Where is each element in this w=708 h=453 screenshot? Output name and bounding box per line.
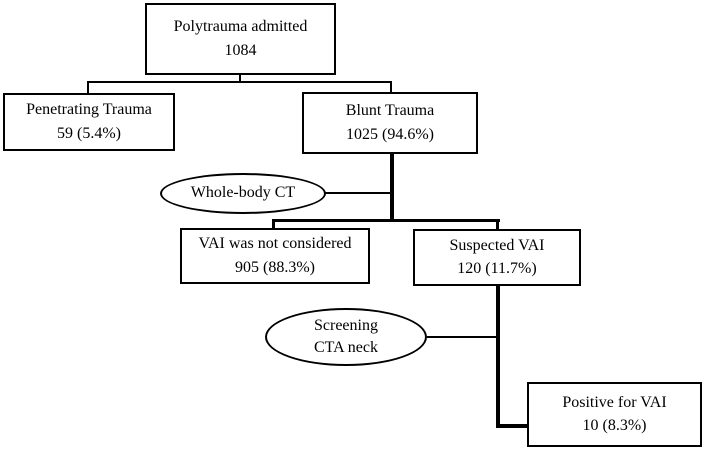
node-label: Whole-body CT: [190, 184, 296, 202]
connector-suspected-trunk: [496, 285, 500, 428]
connector-mid-branch: [272, 219, 500, 222]
node-value: 1084: [224, 41, 257, 59]
node-value: 1025 (94.6%): [346, 125, 434, 143]
connector-blunt-down: [390, 81, 392, 92]
node-value: 10 (8.3%): [582, 417, 647, 434]
connector-blunt-trunk: [390, 153, 394, 221]
node-label: Penetrating Trauma: [26, 101, 152, 119]
connector-wholebody-ct: [325, 192, 390, 194]
ellipse-whole-body-ct: Whole-body CT: [160, 173, 326, 214]
node-polytrauma-admitted: Polytrauma admitted 1084: [145, 3, 336, 75]
node-label: Suspected VAI: [449, 236, 545, 254]
connector-penetrating-down: [87, 81, 89, 93]
node-label: Screening: [314, 317, 378, 335]
node-positive-for-vai: Positive for VAI 10 (8.3%): [527, 382, 702, 447]
node-label: VAI was not considered: [198, 235, 352, 253]
node-label: Polytrauma admitted: [173, 18, 308, 36]
node-label: Blunt Trauma: [345, 102, 435, 120]
connector-top-branch: [87, 81, 392, 83]
node-blunt-trauma: Blunt Trauma 1025 (94.6%): [302, 92, 478, 154]
node-value: 59 (5.4%): [57, 124, 121, 142]
node-value: CTA neck: [313, 338, 379, 356]
connector-screening-cta: [427, 336, 496, 338]
ellipse-screening-cta-neck: Screening CTA neck: [265, 308, 427, 366]
node-value: 120 (11.7%): [457, 260, 537, 277]
node-penetrating-trauma: Penetrating Trauma 59 (5.4%): [3, 93, 175, 151]
node-value: 905 (88.3%): [235, 258, 315, 276]
connector-positive-elbow: [496, 424, 527, 428]
connector-vai-not-considered-down: [272, 219, 275, 228]
connector-polytrauma-down: [239, 75, 241, 82]
node-vai-not-considered: VAI was not considered 905 (88.3%): [180, 228, 370, 284]
connector-suspected-vai-down: [496, 219, 499, 229]
node-label: Positive for VAI: [562, 393, 667, 411]
node-suspected-vai: Suspected VAI 120 (11.7%): [413, 229, 581, 286]
